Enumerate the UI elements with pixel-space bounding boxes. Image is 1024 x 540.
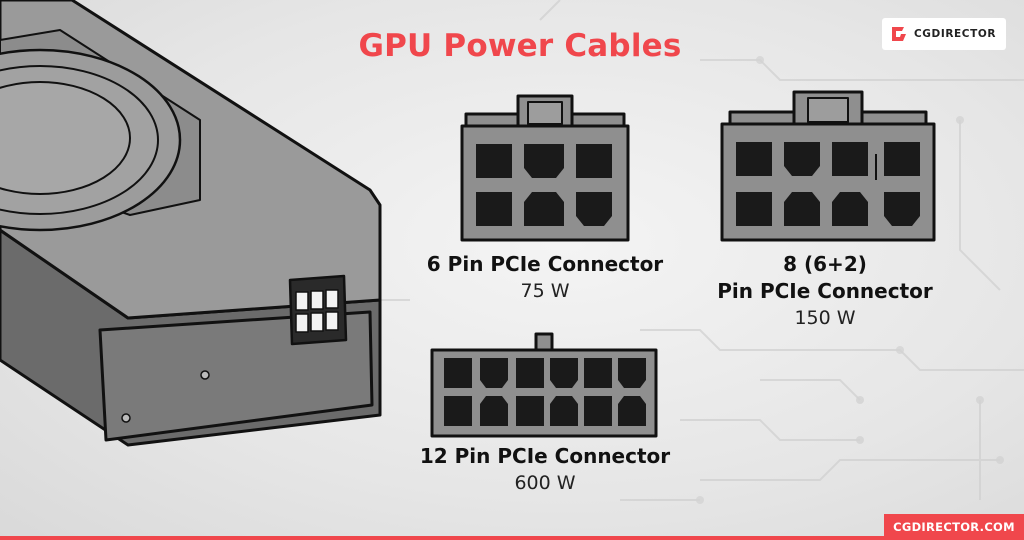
accent-bar bbox=[0, 536, 1024, 540]
cgdirector-logo-icon bbox=[892, 27, 906, 41]
brand-logo[interactable]: CGDIRECTOR bbox=[882, 18, 1006, 50]
connector-6pin-icon bbox=[460, 94, 630, 242]
connector-6pin-label: 6 Pin PCIe Connector 75 W bbox=[400, 251, 690, 305]
connector-8pin-wattage: 150 W bbox=[794, 307, 856, 329]
connector-12pin-name: 12 Pin PCIe Connector bbox=[419, 444, 671, 468]
connector-8pin-name-line1: 8 (6+2) bbox=[783, 252, 867, 276]
brand-logo-text: CGDIRECTOR bbox=[914, 28, 997, 40]
website-link[interactable]: CGDIRECTOR.COM bbox=[884, 514, 1024, 540]
graphics-card-icon bbox=[0, 0, 382, 447]
connector-12pin-label: 12 Pin PCIe Connector 600 W bbox=[390, 443, 700, 497]
connector-8pin-name-line2: Pin PCIe Connector bbox=[717, 279, 933, 303]
connector-8pin-icon bbox=[720, 90, 936, 242]
connector-6pin-wattage: 75 W bbox=[520, 280, 570, 302]
connector-12pin-icon bbox=[430, 332, 658, 438]
connector-8pin-label: 8 (6+2) Pin PCIe Connector 150 W bbox=[690, 251, 960, 332]
page-title: GPU Power Cables bbox=[358, 28, 682, 64]
connector-6pin-name: 6 Pin PCIe Connector bbox=[426, 252, 664, 276]
connector-12pin-wattage: 600 W bbox=[514, 472, 576, 494]
